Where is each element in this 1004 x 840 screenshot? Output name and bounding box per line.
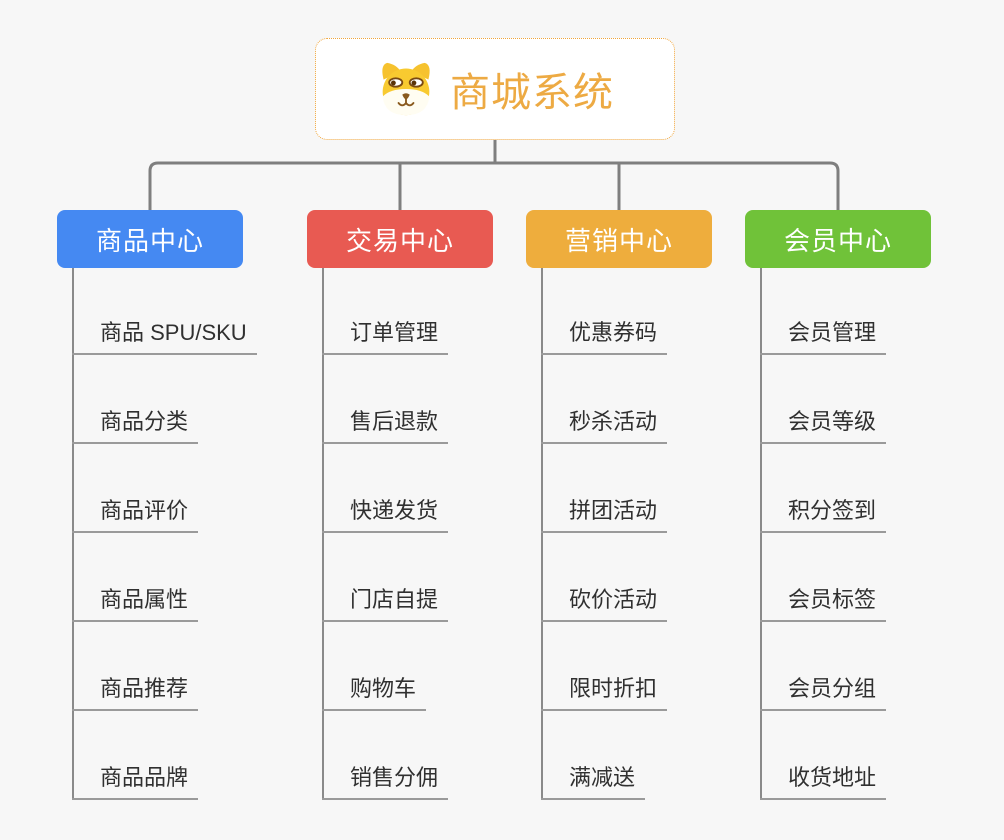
- leaf-node[interactable]: 砍价活动: [541, 582, 668, 622]
- branch-node-trade-center[interactable]: 交易中心: [307, 210, 493, 268]
- leaf-node[interactable]: 会员标签: [760, 582, 887, 622]
- leaf-node[interactable]: 订单管理: [322, 315, 449, 355]
- leaf-node[interactable]: 拼团活动: [541, 493, 668, 533]
- root-title: 商城系统: [450, 71, 614, 115]
- leaf-node[interactable]: 满减送: [541, 760, 646, 800]
- leaf-node[interactable]: 门店自提: [322, 582, 449, 622]
- leaf-node[interactable]: 购物车: [322, 671, 427, 711]
- leaf-node[interactable]: 会员管理: [760, 315, 887, 355]
- leaf-node[interactable]: 限时折扣: [541, 671, 668, 711]
- branch-node-member-center[interactable]: 会员中心: [745, 210, 931, 268]
- leaf-node[interactable]: 积分签到: [760, 493, 887, 533]
- leaf-node[interactable]: 会员等级: [760, 404, 887, 444]
- branch-children-marketing-center: 优惠券码 秒杀活动 拼团活动 砍价活动 限时折扣 满减送: [541, 268, 781, 813]
- leaf-node[interactable]: 商品 SPU/SKU: [72, 315, 257, 355]
- leaf-node[interactable]: 商品推荐: [72, 671, 199, 711]
- leaf-node[interactable]: 快递发货: [322, 493, 449, 533]
- leaf-node[interactable]: 销售分佣: [322, 760, 449, 800]
- leaf-node[interactable]: 收货地址: [760, 760, 887, 800]
- leaf-node[interactable]: 商品分类: [72, 404, 199, 444]
- leaf-node[interactable]: 商品评价: [72, 493, 199, 533]
- branch-vertical-line: [541, 268, 543, 800]
- leaf-node[interactable]: 优惠券码: [541, 315, 668, 355]
- branch-vertical-line: [322, 268, 324, 800]
- branch-children-trade-center: 订单管理 售后退款 快递发货 门店自提 购物车 销售分佣: [322, 268, 562, 813]
- branch-vertical-line: [760, 268, 762, 800]
- branch-children-product-center: 商品 SPU/SKU 商品分类 商品评价 商品属性 商品推荐 商品品牌: [72, 268, 312, 813]
- leaf-node[interactable]: 秒杀活动: [541, 404, 668, 444]
- dog-icon: [382, 62, 430, 116]
- branch-node-product-center[interactable]: 商品中心: [57, 210, 243, 268]
- branch-node-marketing-center[interactable]: 营销中心: [526, 210, 712, 268]
- root-node[interactable]: 商城系统: [315, 38, 675, 140]
- branch-children-member-center: 会员管理 会员等级 积分签到 会员标签 会员分组 收货地址: [760, 268, 1000, 813]
- leaf-node[interactable]: 会员分组: [760, 671, 887, 711]
- leaf-node[interactable]: 售后退款: [322, 404, 449, 444]
- leaf-node[interactable]: 商品品牌: [72, 760, 199, 800]
- branch-vertical-line: [72, 268, 74, 800]
- leaf-node[interactable]: 商品属性: [72, 582, 199, 622]
